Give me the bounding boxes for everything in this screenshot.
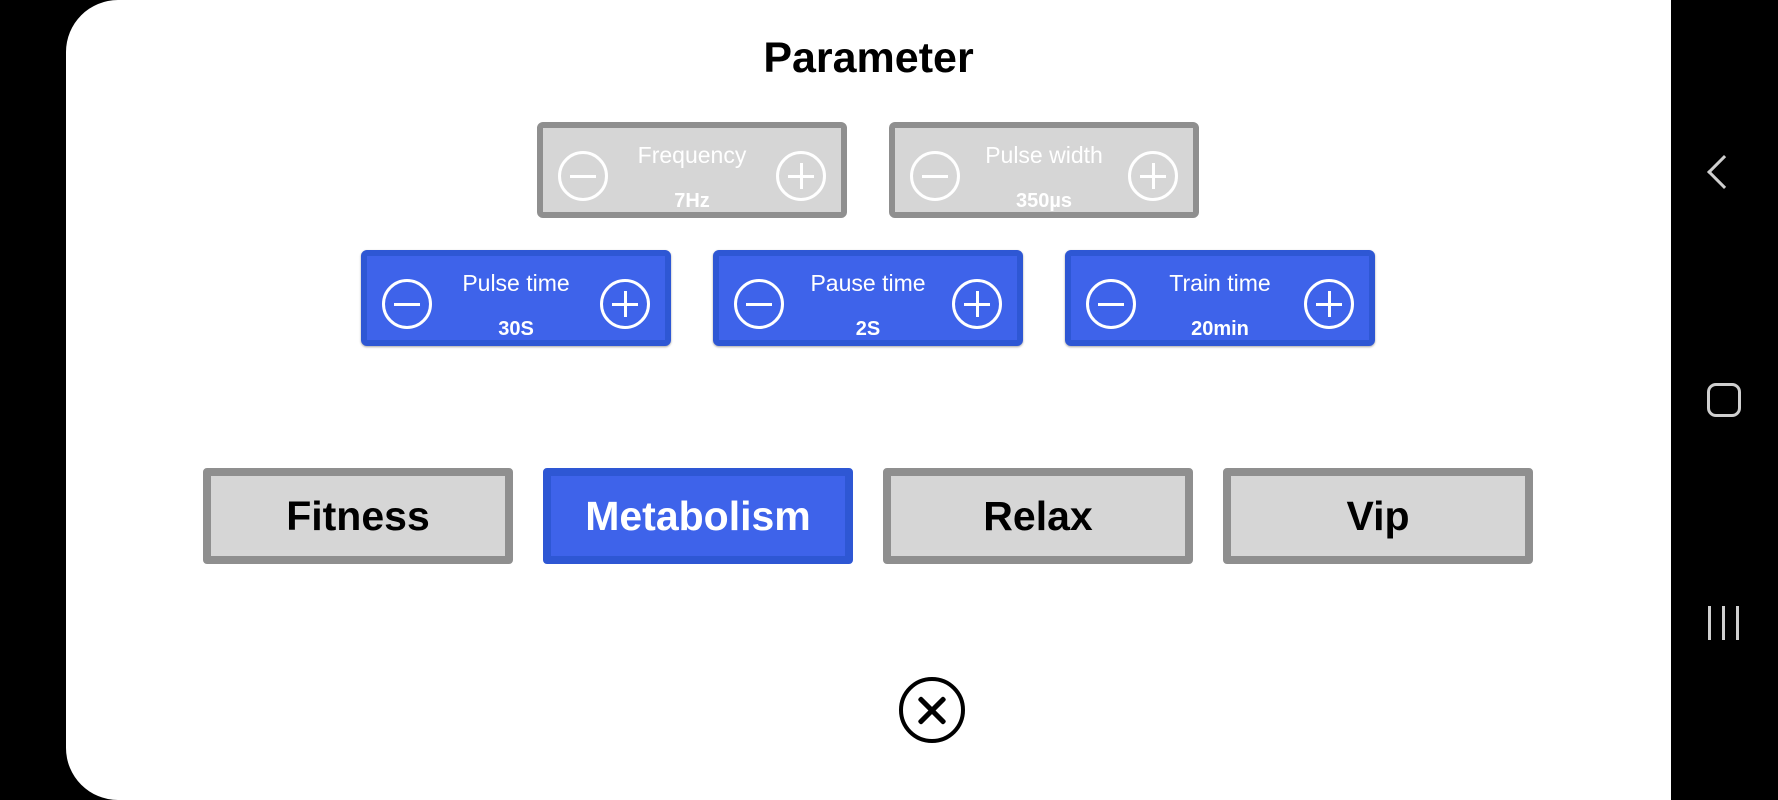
train-time-control: Train time 20min xyxy=(1065,250,1375,346)
mode-vip-button[interactable]: Vip xyxy=(1223,468,1533,564)
dialog-title: Parameter xyxy=(763,34,974,82)
pulse-time-increment-button[interactable] xyxy=(600,279,650,329)
pulse-time-decrement-button[interactable] xyxy=(382,279,432,329)
parameter-dialog: Parameter Frequency 7Hz Pulse width 350µ… xyxy=(66,0,1671,800)
pause-time-value: 2S xyxy=(855,318,881,340)
frequency-label: Frequency xyxy=(637,142,747,168)
home-square-icon[interactable] xyxy=(1707,383,1741,417)
pause-time-increment-button[interactable] xyxy=(952,279,1002,329)
mode-metabolism-button[interactable]: Metabolism xyxy=(543,468,853,564)
mode-fitness-button[interactable]: Fitness xyxy=(203,468,513,564)
frequency-value: 7Hz xyxy=(674,190,710,212)
pause-time-decrement-button[interactable] xyxy=(734,279,784,329)
pulse-width-control: Pulse width 350µs xyxy=(889,122,1199,218)
pulse-time-value: 30S xyxy=(498,318,534,340)
pulse-width-increment-button[interactable] xyxy=(1128,151,1178,201)
frequency-decrement-button[interactable] xyxy=(558,151,608,201)
frequency-control: Frequency 7Hz xyxy=(537,122,847,218)
pause-time-label: Pause time xyxy=(810,270,926,296)
train-time-decrement-button[interactable] xyxy=(1086,279,1136,329)
recents-bars-icon[interactable] xyxy=(1708,606,1740,640)
train-time-label: Train time xyxy=(1169,270,1271,296)
pulse-width-label: Pulse width xyxy=(985,142,1103,168)
pulse-time-control: Pulse time 30S xyxy=(361,250,671,346)
pulse-width-value: 350µs xyxy=(1015,190,1072,212)
pulse-width-decrement-button[interactable] xyxy=(910,151,960,201)
train-time-increment-button[interactable] xyxy=(1304,279,1354,329)
chevron-left-icon[interactable] xyxy=(1707,155,1741,189)
frequency-increment-button[interactable] xyxy=(776,151,826,201)
train-time-value: 20min xyxy=(1191,318,1249,340)
pulse-time-label: Pulse time xyxy=(462,270,570,296)
mode-relax-button[interactable]: Relax xyxy=(883,468,1193,564)
pause-time-control: Pause time 2S xyxy=(713,250,1023,346)
close-icon[interactable] xyxy=(899,677,965,743)
